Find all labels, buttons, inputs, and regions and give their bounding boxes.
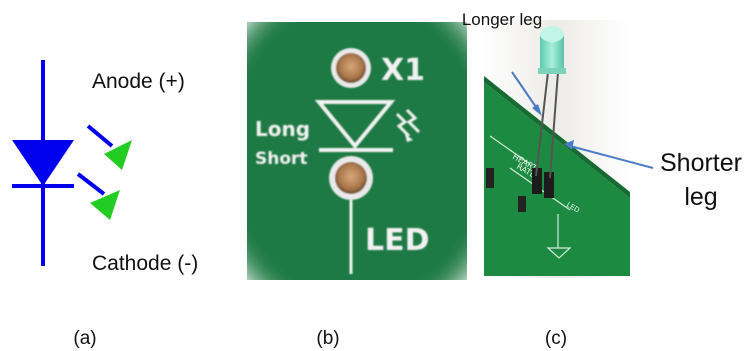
silkscreen-light-arrow-2 xyxy=(405,108,421,134)
silkscreen-light-arrowhead-1 xyxy=(405,134,413,142)
panel-c-led-photo: HEART RATE LED Longer leg Shorter leg xyxy=(462,0,751,320)
board-ground-symbol xyxy=(546,247,572,259)
header-pin-1 xyxy=(486,168,494,188)
led-photo-graphic: HEART RATE LED xyxy=(480,20,654,278)
emission-arrowhead-2 xyxy=(90,190,120,220)
led-body xyxy=(540,34,564,74)
shorter-leg-arrowhead xyxy=(564,140,574,150)
longer-leg-arrowhead xyxy=(532,104,542,116)
panel-b-pcb-footprint: X1 Long Short LED xyxy=(247,22,467,280)
led-longer-leg xyxy=(535,71,549,177)
diode-triangle xyxy=(12,140,74,186)
header-pin-2 xyxy=(518,196,526,212)
emission-arrowhead-1 xyxy=(104,140,132,170)
led-dome xyxy=(540,26,564,42)
ref-designator: X1 xyxy=(381,53,425,88)
short-label: Short xyxy=(255,149,308,169)
led-schematic-symbol xyxy=(12,60,132,266)
led-flange xyxy=(538,68,566,74)
bottom-pad xyxy=(335,162,367,194)
led-shorter-leg xyxy=(549,71,559,179)
cathode-label: Cathode (-) xyxy=(92,252,199,275)
top-pad xyxy=(336,53,366,83)
shorter-leg-arrow xyxy=(569,145,654,169)
shorter-leg-label: Shorter leg xyxy=(660,149,742,211)
header-block-2 xyxy=(544,172,554,198)
emission-arrow-shaft-1 xyxy=(86,124,114,148)
caption-c: (c) xyxy=(544,328,568,349)
caption-b: (b) xyxy=(316,328,340,349)
silkscreen-light-arrow-1 xyxy=(395,112,411,138)
led-silkscreen-label: LED xyxy=(365,223,430,258)
longer-leg-label: Longer leg xyxy=(461,10,543,29)
pcb-edge xyxy=(484,76,630,198)
header-block-1 xyxy=(532,168,542,194)
emission-arrow-shaft-2 xyxy=(76,172,106,196)
caption-a: (a) xyxy=(73,328,97,349)
anode-label: Anode (+) xyxy=(92,70,185,93)
pcb-footprint-graphic: X1 Long Short LED xyxy=(247,22,467,280)
silkscreen-diode-triangle xyxy=(314,100,396,150)
pcb-board xyxy=(484,82,630,276)
long-label: Long xyxy=(255,117,310,141)
board-trace-2 xyxy=(489,135,531,165)
longer-leg-arrow xyxy=(511,71,539,111)
panel-a-led-schematic: Anode (+) Cathode (-) xyxy=(0,0,240,320)
